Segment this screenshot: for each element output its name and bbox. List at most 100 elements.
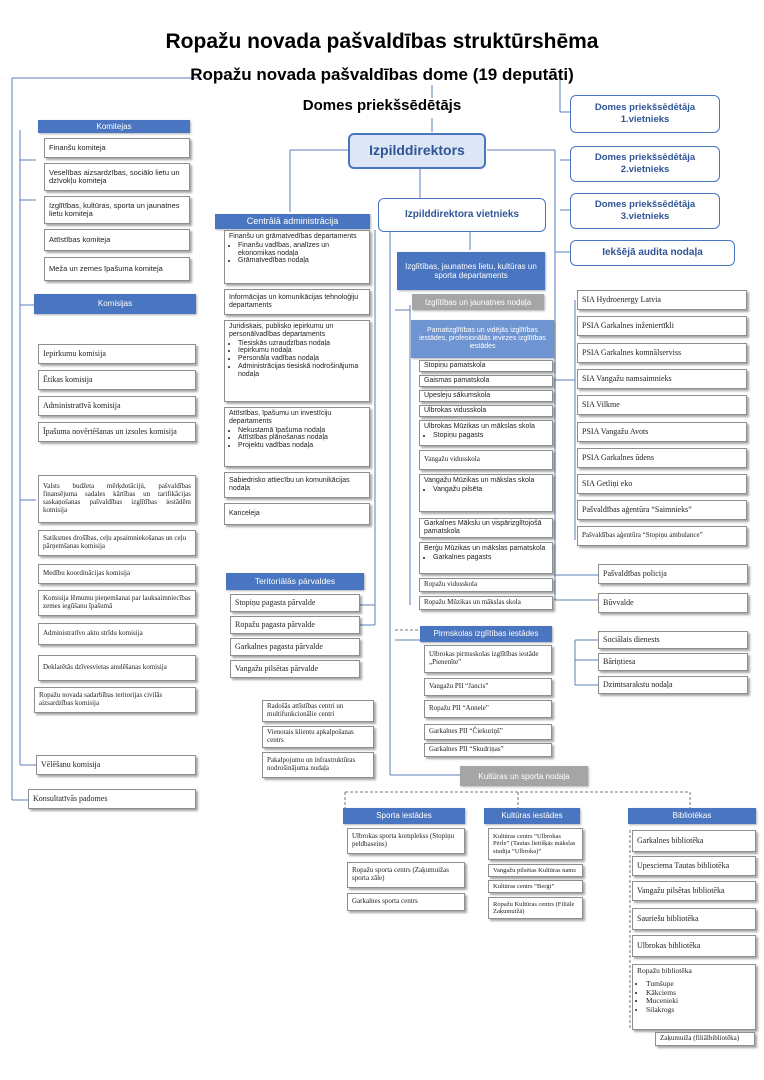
preschool-item: Garkalnes PII “Skudriņas” xyxy=(424,743,552,757)
chair-title: Domes priekšsēdētājs xyxy=(302,97,462,114)
library-branch: Mucenieki xyxy=(646,996,751,1005)
school-item: Upesleju sākumskola xyxy=(419,390,553,402)
development-title: Attīstības, īpašumu un investīciju depar… xyxy=(229,410,332,425)
company-item: SIA Getliņi eko xyxy=(577,474,747,494)
company-item: SIA Vilkme xyxy=(577,395,747,415)
page-title: Ropažu novada pašvaldības struktūrshēma xyxy=(165,30,599,53)
company-item: PSIA Garkalnes inženiertīkli xyxy=(577,316,747,336)
commission-item: Ētikas komisija xyxy=(38,370,196,390)
commission-item: Ropažu novada sadarbības teritorijas civ… xyxy=(34,687,196,713)
school-title: Berģu Mūzikas un mākslas pamatskola xyxy=(424,545,546,552)
company-item: PSIA Garkalnes komnālserviss xyxy=(577,343,747,363)
commission-item: Valsts budžeta mērķdotācijú, pašvaldības… xyxy=(38,475,196,523)
culture-item: Ropažu Kultūras centrs (Filiāle Zaķumuiž… xyxy=(488,897,583,919)
company-item: Pašvaldības aģentūra “Saimnieks” xyxy=(577,500,747,520)
elections-commission: Vēlēšanu komisija xyxy=(36,755,196,775)
school-item: Ropažu Mūzikas un mākslas skola xyxy=(419,596,553,610)
territorial-item: Garkalnes pagasta pārvalde xyxy=(230,638,360,656)
school-item: Ulbrokas vidusskola xyxy=(419,405,553,417)
school-item: Gaismas pamatskola xyxy=(419,375,553,387)
vangazu-music-school: Vangažu Mūzikas un mākslas skola Vangažu… xyxy=(419,474,553,512)
commission-item: Īpašuma novērtēšanas un izsoles komisija xyxy=(38,422,196,442)
preschool-item: Ropažu PII “Annele” xyxy=(424,700,552,718)
territorial-item: Ropažu pagasta pārvalde xyxy=(230,616,360,634)
office-department: Kanceleja xyxy=(224,503,370,525)
sport-item: Ropažu sporta centrs (Zaķumuižas sporta … xyxy=(347,862,465,888)
school-location: Garkalnes pagasts xyxy=(433,554,548,562)
bergu-music-school: Berģu Mūzikas un mākslas pamatskola Gark… xyxy=(419,542,553,574)
youth-department: Izglītības un jaunatnes nodaļa xyxy=(412,294,544,310)
libraries-header: Bibliotēkas xyxy=(628,808,756,824)
preschool-item: Vangažu PII “Jancis” xyxy=(424,678,552,696)
company-item: PSIA Garkalnes ūdens xyxy=(577,448,747,468)
service-item: Pašvaldības policija xyxy=(598,564,748,584)
legal-department: Juridiskais, publisko iepirkumu un perso… xyxy=(224,320,370,402)
culture-sport-header: Kultūras un sporta nodaļa xyxy=(460,766,588,786)
center-item: Pakalpojumu un infrastruktūras nodrošinā… xyxy=(262,752,374,778)
school-item: Garkalnes Mākslu un vispārizglītojošā pa… xyxy=(419,518,553,538)
vice-chair-3: Domes priekšsēdētāja 3.vietnieks xyxy=(570,193,720,229)
library-item: Vangažu pilsētas bibliotēka xyxy=(632,881,756,901)
company-item: Pašvaldības aģentūra “Stopiņu ambulance” xyxy=(577,526,747,546)
ulbroka-music-school: Ulbrokas Mūzikas un mākslas skola Stopiņ… xyxy=(419,420,553,446)
committee-item: Izglītības, kultūras, sporta un jaunatne… xyxy=(44,196,190,224)
finance-unit: Finanšu vadības, analīzes un ekonomikas … xyxy=(238,242,365,258)
education-dept: Izglītības, jaunatnes lietu, kultūras un… xyxy=(397,252,545,290)
finance-title: Finanšu un grāmatvedības departaments xyxy=(229,233,357,240)
library-title: Ropažu bibliotēka xyxy=(637,966,692,975)
finance-unit: Grāmatvedības nodaļa xyxy=(238,257,365,265)
finance-department: Finanšu un grāmatvedības departaments Fi… xyxy=(224,230,370,284)
library-branch: Tumšupe xyxy=(646,979,751,988)
school-title: Vangažu Mūzikas un mākslas skola xyxy=(424,477,535,484)
center-item: Radošās attīstības centri un multifunkci… xyxy=(262,700,374,722)
executive-director: Izpilddirektors xyxy=(348,133,486,169)
ropazu-library: Ropažu bibliotēka TumšupeKākciemsMucenie… xyxy=(632,964,756,1030)
filial-library: Zaķumuiža (filiālbibliotēka) xyxy=(655,1032,755,1046)
committee-item: Veselības aizsardzības, sociālo lietu un… xyxy=(44,163,190,191)
library-item: Ulbrokas bibliotēka xyxy=(632,935,756,957)
library-branch: Silakrogs xyxy=(646,1005,751,1014)
legal-unit: Personāla vadības nodaļa xyxy=(238,355,365,363)
library-branch: Kākciems xyxy=(646,988,751,997)
library-item: Sauriešu bibliotēka xyxy=(632,908,756,930)
sport-item: Garkalnes sporta centrs xyxy=(347,893,465,911)
legal-unit: Iepirkumu nodaļa xyxy=(238,347,365,355)
commissions-header: Komisijas xyxy=(34,294,196,314)
service-item: Būvvalde xyxy=(598,593,748,613)
preschool-item: Garkalnes PII “Čiekuriņš” xyxy=(424,724,552,740)
development-department: Attīstības, īpašumu un investīciju depar… xyxy=(224,407,370,467)
territorial-item: Stopiņu pagasta pārvalde xyxy=(230,594,360,612)
advisory-councils: Konsultatīvās padomes xyxy=(28,789,196,809)
schools-header: Pamatizglītības un vidējās izglītības ie… xyxy=(411,320,554,358)
culture-item: Kultūras centrs “Ulbrokas Pērle” (Tautas… xyxy=(488,828,583,860)
territorial-item: Vangažu pilsētas pārvalde xyxy=(230,660,360,678)
commission-item: Deklarētās dzīvesvietas anulēšanas komis… xyxy=(38,655,196,681)
culture-item: Vangažu pilsētas Kultūras nams xyxy=(488,864,583,877)
audit-department: Iekšējā audita nodaļa xyxy=(570,240,735,266)
company-item: SIA Hydroenergy Latvia xyxy=(577,290,747,310)
legal-unit: Administrācijas tiesiskā nodrošinājuma n… xyxy=(238,363,365,379)
school-item: Ropažu vidusskola xyxy=(419,578,553,592)
development-unit: Nekustamā īpašuma nodaļa xyxy=(238,427,365,435)
council-title: Ropažu novada pašvaldības dome (19 deput… xyxy=(190,65,574,84)
vice-chair-2: Domes priekšsēdētāja 2.vietnieks xyxy=(570,146,720,182)
service-item: Dzimtsarakstu nodaļa xyxy=(598,676,748,694)
pr-department: Sabiedrisko attiecību un komunikācijas n… xyxy=(224,472,370,498)
library-item: Garkalnes bibliotēka xyxy=(632,830,756,852)
school-item: Vangažu vidusskola xyxy=(419,450,553,470)
preschool-header: Pirmskolas izglītības iestādes xyxy=(420,626,552,642)
school-title: Ulbrokas Mūzikas un mākslas skola xyxy=(424,423,535,430)
committee-item: Meža un zemes īpašuma komiteja xyxy=(44,257,190,281)
service-item: Sociālais dienests xyxy=(598,631,748,649)
service-item: Bāriņtiesa xyxy=(598,653,748,671)
sport-item: Ulbrokas sporta komplekss (Stopiņu peldb… xyxy=(347,828,465,854)
committee-item: Attīstības komiteja xyxy=(44,229,190,251)
central-admin-header: Centrālā administrācija xyxy=(215,214,370,229)
sport-header: Sporta iestādes xyxy=(343,808,465,824)
preschool-item: Ulbrokas pirmsskolas izglītības iestāde … xyxy=(424,645,552,673)
commission-item: Komisija lēmumu pieņemšanai par lauksaim… xyxy=(38,590,196,616)
commission-item: Iepirkumu komisija xyxy=(38,344,196,364)
library-item: Upesciema Tautas bibliotēka xyxy=(632,856,756,876)
it-department: Informācijas un komunikācijas tehnoloģij… xyxy=(224,289,370,315)
